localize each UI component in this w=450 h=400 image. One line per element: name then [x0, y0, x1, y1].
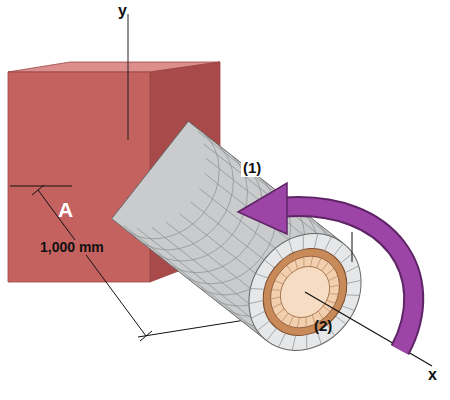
point-a-line	[10, 186, 72, 187]
inner-segment	[287, 265, 292, 273]
wall-front	[8, 72, 150, 282]
torque-arrow-head	[238, 183, 287, 234]
end-segment	[257, 321, 269, 331]
inner-segment	[280, 272, 287, 278]
dimension-label: 1,000 mm	[38, 240, 106, 255]
mesh-ring	[154, 155, 248, 261]
inner-segment	[323, 306, 330, 312]
inner-segment	[271, 297, 281, 299]
end-segment	[334, 243, 344, 256]
torque-arrow	[285, 207, 414, 350]
end-segment	[336, 316, 346, 324]
end-segment	[306, 335, 307, 350]
inner-segment	[327, 300, 336, 303]
end-segment	[250, 288, 264, 290]
callout-number: (2)	[314, 318, 332, 335]
callout-number: (1)	[241, 160, 263, 177]
end-segment	[303, 235, 304, 250]
end-segment	[340, 253, 352, 263]
dimension-tick	[140, 331, 152, 341]
mesh-line	[198, 131, 353, 253]
end-segment	[314, 234, 318, 249]
end-segment	[325, 237, 332, 251]
inner-segment	[303, 257, 304, 267]
end-segment	[249, 301, 263, 304]
end-segment	[264, 260, 274, 268]
extension-line	[138, 318, 258, 337]
end-segment	[289, 240, 293, 253]
inner-segment	[289, 316, 294, 326]
inner-segment	[282, 313, 289, 322]
inner-segment	[272, 303, 281, 308]
axis-tick	[352, 232, 353, 262]
inner-segment	[310, 256, 312, 266]
axis-label: y	[118, 2, 127, 20]
end-segment	[346, 294, 360, 296]
inner-segment	[317, 258, 322, 268]
point-label: A	[58, 198, 73, 221]
dimension-tick	[32, 185, 44, 195]
inner-segment	[276, 309, 284, 316]
mesh-ring	[140, 144, 234, 250]
end-segment	[347, 280, 361, 283]
end-segment	[256, 274, 268, 279]
torque-arrow-edge	[285, 207, 414, 350]
mesh-ring	[168, 166, 262, 273]
inner-segment	[326, 268, 334, 275]
inner-segment	[295, 260, 298, 269]
inner-segment	[329, 276, 338, 281]
inner-segment	[330, 285, 340, 287]
end-segment	[251, 311, 265, 318]
axis-label: x	[428, 366, 437, 384]
inner-segment	[275, 281, 284, 284]
end-segment	[267, 328, 277, 341]
end-segment	[345, 266, 359, 273]
end-segment	[276, 248, 283, 259]
y-axis	[128, 14, 129, 140]
inner-segment	[329, 293, 339, 295]
mesh-ring	[126, 132, 220, 238]
inner-segment	[322, 262, 329, 271]
inner-segment	[272, 289, 282, 291]
end-segment	[342, 306, 354, 311]
end-segment	[292, 335, 296, 350]
inner-segment	[297, 318, 299, 328]
y-axis-front	[128, 62, 129, 140]
outer-tube	[112, 121, 385, 373]
inner-segment	[306, 317, 307, 327]
end-segment	[279, 333, 286, 347]
